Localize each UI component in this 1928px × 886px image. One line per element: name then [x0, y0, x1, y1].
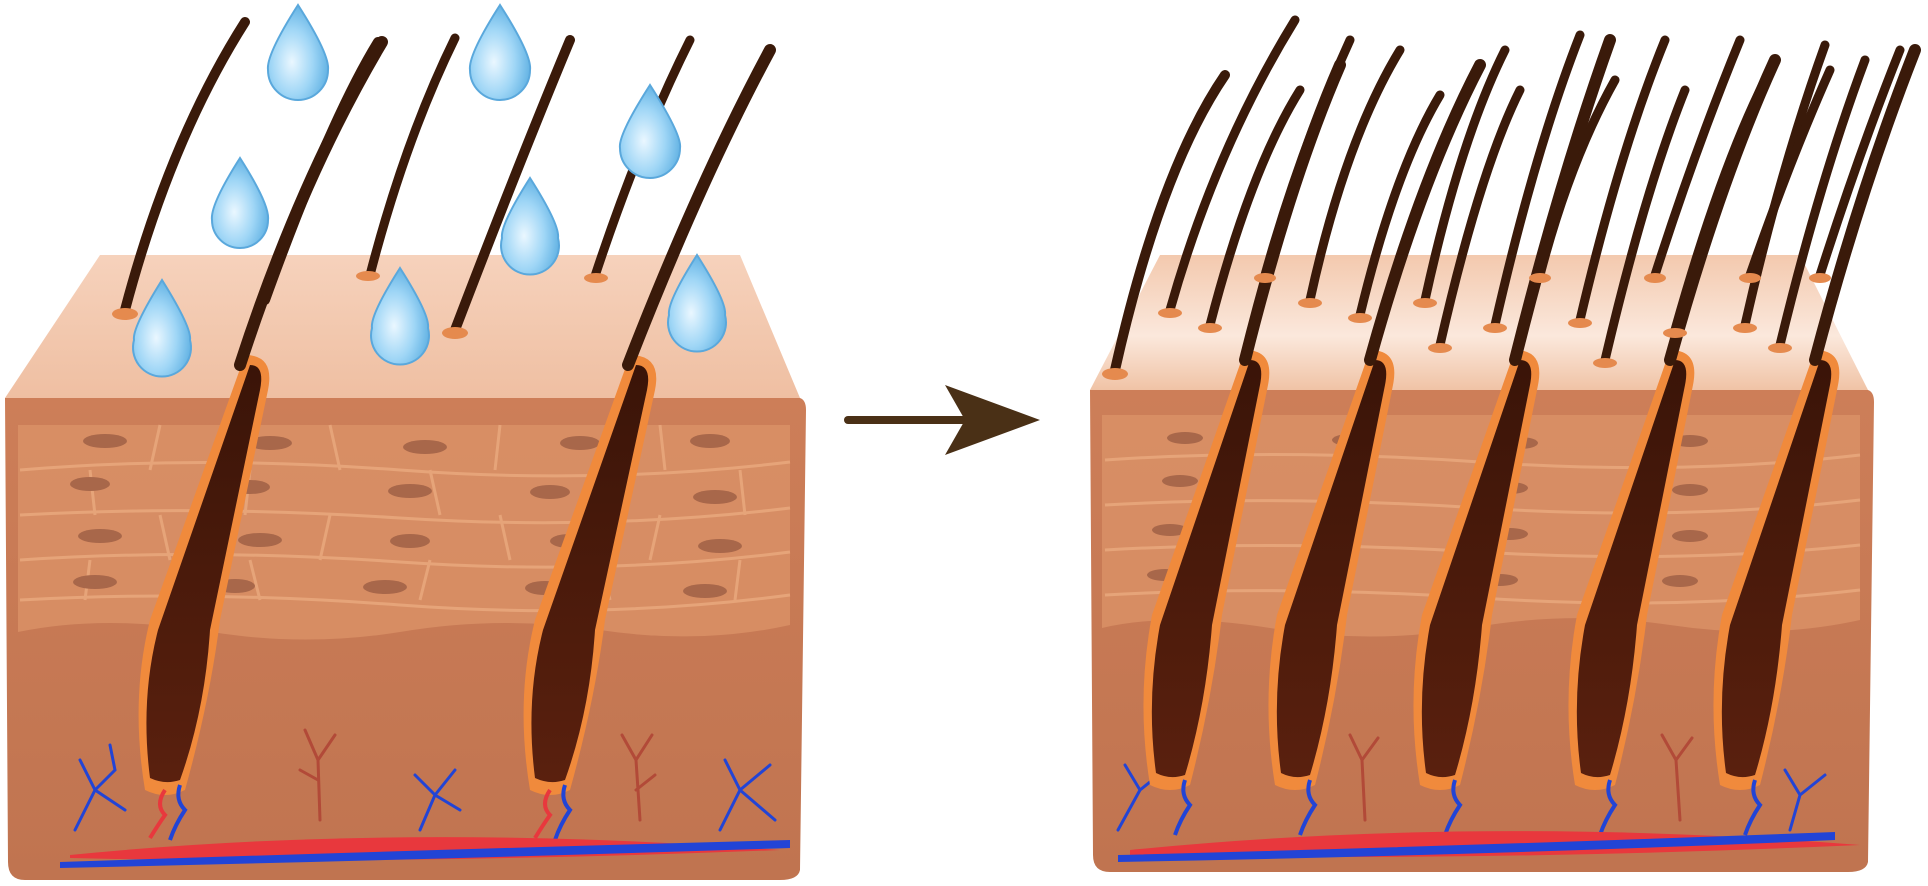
water-drop-icon	[132, 278, 192, 378]
after-skin-panel	[1090, 15, 1921, 872]
hair-follicle	[1143, 350, 1270, 836]
capillaries	[73, 728, 777, 832]
hair-strands	[1110, 15, 1921, 375]
water-drop-icon	[468, 3, 532, 101]
water-drop-icon	[667, 253, 727, 353]
hair-strands	[120, 17, 776, 371]
right-arrow-icon	[844, 385, 1040, 455]
hair-follicle	[138, 355, 270, 841]
hair-pores	[1102, 273, 1831, 380]
cell-nuclei	[70, 434, 742, 598]
artery	[70, 837, 780, 861]
water-drop-icon	[210, 156, 270, 249]
hair-follicle	[1713, 350, 1840, 836]
water-drop-icon	[618, 83, 682, 179]
hair-follicle	[523, 355, 657, 841]
vein	[60, 840, 790, 868]
hair-follicle	[1413, 350, 1540, 836]
vein	[1118, 832, 1835, 862]
water-drops	[132, 3, 727, 378]
water-drop-icon	[266, 3, 330, 101]
capillaries	[1116, 733, 1827, 832]
water-drop-icon	[500, 176, 560, 276]
hair-follicle	[1568, 350, 1695, 836]
hair-pores	[112, 271, 608, 339]
hair-follicle	[1268, 350, 1395, 836]
before-skin-panel	[5, 3, 806, 880]
water-drop-icon	[370, 266, 430, 366]
